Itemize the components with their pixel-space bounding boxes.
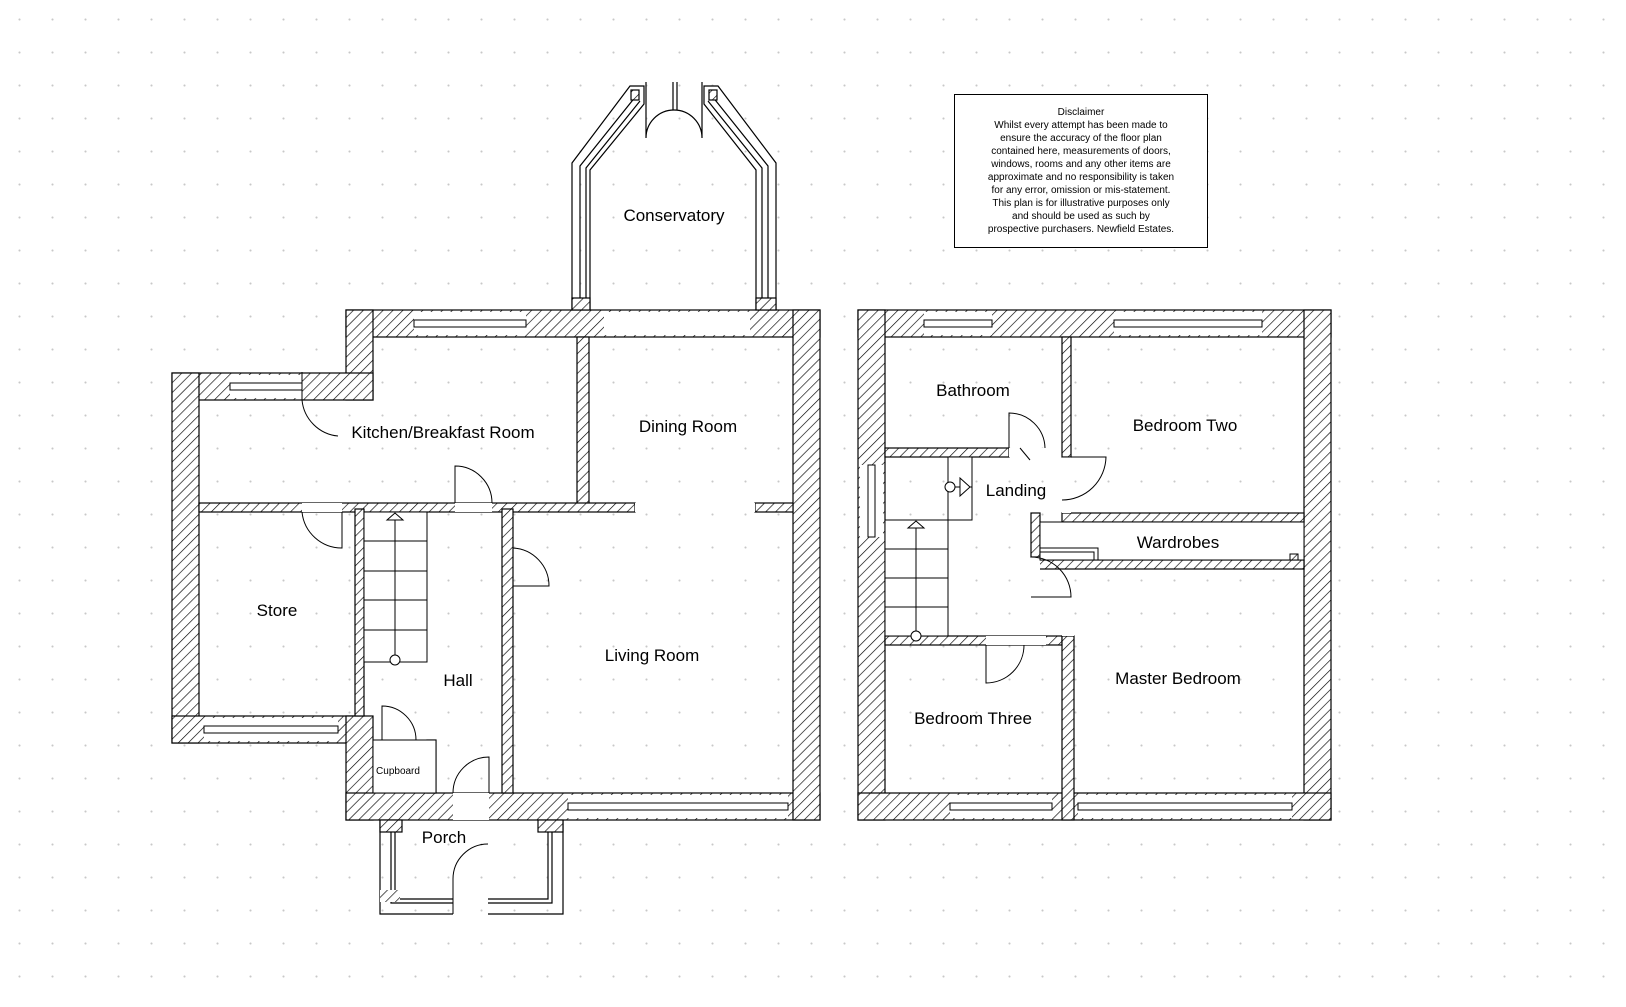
wall-wardrobe-master (1035, 559, 1305, 570)
wall-east (792, 309, 821, 821)
disclaimer-line: approximate and no responsibility is tak… (987, 172, 1175, 183)
disclaimer-line: contained here, measurements of doors, (991, 146, 1171, 157)
wall-kitchen-store (198, 502, 636, 513)
wall-bed3-master (1061, 635, 1075, 821)
room-labels: Conservatory Kitchen/Breakfast Room Dini… (257, 206, 1241, 847)
disclaimer-line: This plan is for illustrative purposes o… (992, 198, 1170, 209)
disclaimer-line: and should be used as such by (1012, 211, 1150, 222)
label-dining: Dining Room (639, 417, 737, 436)
wall-kitchen-dining (576, 336, 590, 510)
label-kitchen: Kitchen/Breakfast Room (351, 423, 534, 442)
disclaimer-line: prospective purchasers. Newfield Estates… (987, 224, 1175, 235)
first-windows (867, 319, 1293, 820)
label-porch: Porch (422, 828, 466, 847)
wall-dining-living-right (754, 502, 794, 513)
disclaimer-title: Disclaimer (1057, 107, 1105, 118)
wardrobes-structure (1039, 521, 1305, 561)
window-store-bottom (203, 725, 339, 734)
disclaimer-box: Disclaimer Whilst every attempt has been… (954, 94, 1208, 248)
window-living (567, 802, 789, 811)
label-bedroom-two: Bedroom Two (1133, 416, 1238, 435)
label-store: Store (257, 601, 298, 620)
porch-structure (379, 819, 564, 915)
ground-openings (204, 312, 788, 820)
wall-bath-landing (884, 447, 1010, 458)
wall-bed2-wardrobe (1061, 512, 1305, 523)
label-conservatory: Conservatory (623, 206, 725, 225)
first-openings (860, 312, 1292, 818)
label-bathroom: Bathroom (936, 381, 1010, 400)
window-kitchen (413, 319, 527, 328)
first-doors (985, 412, 1107, 684)
wall-west (171, 372, 200, 744)
conservatory-structure (571, 82, 777, 311)
cupboard-structure (372, 705, 437, 794)
label-hall: Hall (443, 671, 472, 690)
stairs-ground (363, 511, 428, 666)
wall-hall-living (501, 508, 514, 794)
ground-doors (301, 372, 550, 914)
disclaimer-line: ensure the accuracy of the floor plan (1000, 133, 1162, 144)
disclaimer-line: Whilst every attempt has been made to (994, 120, 1168, 131)
label-bedroom-three: Bedroom Three (914, 709, 1032, 728)
label-master-bedroom: Master Bedroom (1115, 669, 1241, 688)
wall-ff-east (1303, 309, 1332, 821)
label-cupboard: Cupboard (376, 766, 420, 777)
disclaimer-line: windows, rooms and any other items are (991, 159, 1171, 170)
wall-bath-bed2 (1061, 336, 1072, 458)
wall-landing-left (1030, 512, 1041, 558)
disclaimer-line: for any error, omission or mis-statement… (991, 185, 1171, 196)
label-living: Living Room (605, 646, 700, 665)
label-landing: Landing (986, 481, 1047, 500)
stairs-first (884, 456, 973, 642)
wall-ff-west (857, 309, 886, 821)
ground-windows (203, 309, 789, 811)
label-wardrobes: Wardrobes (1137, 533, 1220, 552)
